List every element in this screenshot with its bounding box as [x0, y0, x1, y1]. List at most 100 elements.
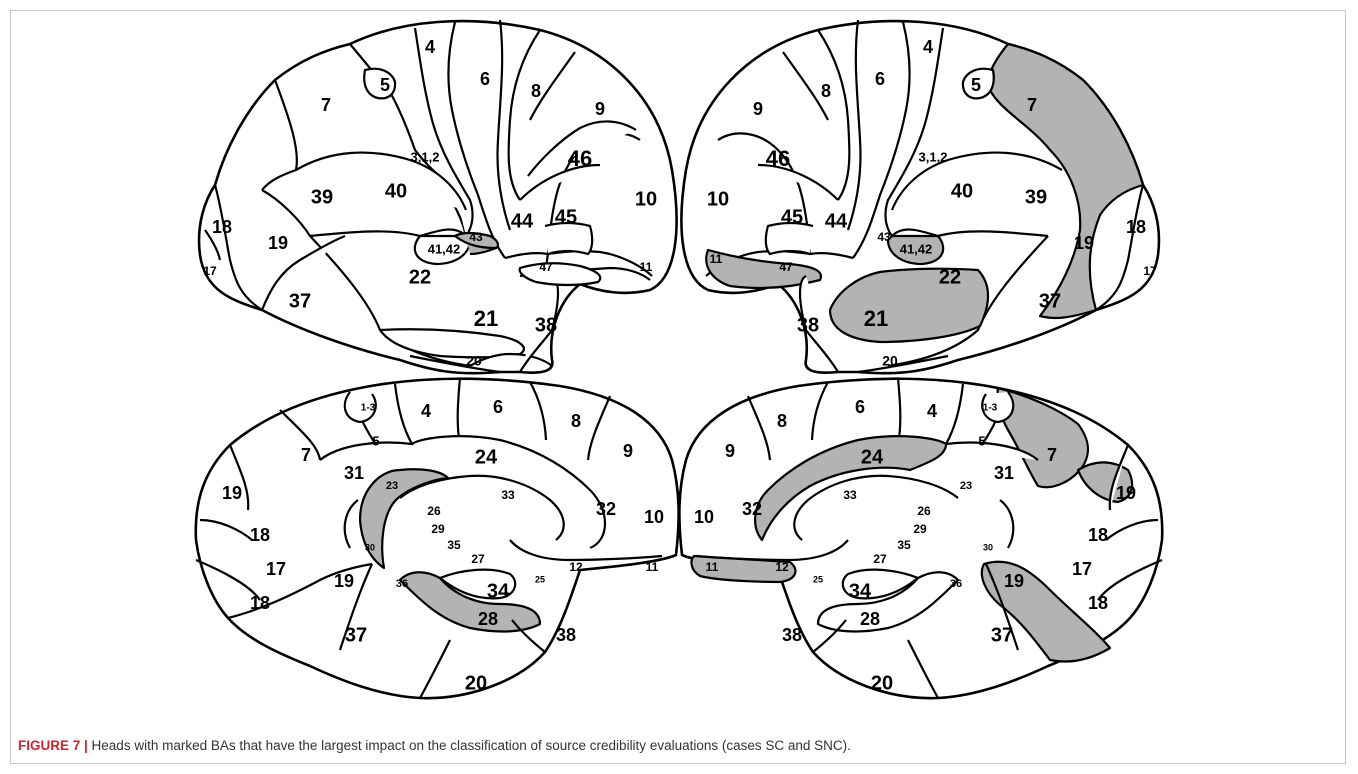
ba-22-label: 22 — [409, 266, 431, 288]
ba-20-label: 20 — [465, 672, 487, 694]
ba-8-label: 8 — [821, 81, 831, 101]
ba-28-label: 28 — [860, 609, 880, 629]
caption-separator: | — [80, 738, 91, 753]
ba-33-label: 33 — [843, 488, 857, 502]
ba-43-label: 43 — [469, 230, 483, 244]
ba-25-label: 25 — [813, 574, 823, 584]
figure-caption: FIGURE 7 | Heads with marked BAs that ha… — [18, 738, 1338, 753]
ba-6-label: 6 — [480, 69, 490, 89]
ba-30-label: 30 — [983, 542, 993, 552]
ba-4-label: 4 — [927, 401, 937, 421]
ba-44-label: 44 — [511, 210, 534, 232]
ba-37-label: 37 — [1039, 290, 1061, 312]
ba-31-label: 31 — [344, 463, 364, 483]
ba-6-label: 6 — [855, 397, 865, 417]
ba-6-label: 6 — [493, 397, 503, 417]
ba-5-label: 5 — [380, 75, 390, 95]
ba-5-label: 5 — [372, 433, 379, 448]
ba-11-label: 11 — [640, 260, 653, 274]
ba-38-label: 38 — [782, 625, 802, 645]
ba-7-label: 7 — [301, 445, 311, 465]
ba-19b-label: 19 — [1004, 571, 1024, 591]
ba-40-label: 40 — [951, 180, 973, 202]
ba-18-label: 18 — [1126, 217, 1146, 237]
ba-20-label: 20 — [871, 672, 893, 694]
ba-21-label: 21 — [474, 306, 498, 331]
ba-11-label: 11 — [710, 252, 723, 266]
caption-text: Heads with marked BAs that have the larg… — [92, 738, 851, 753]
ba-7-label: 7 — [1047, 445, 1057, 465]
ba-37-label: 37 — [345, 624, 367, 646]
ba-20-label: 20 — [466, 353, 482, 369]
ba-12-label: 12 — [569, 560, 583, 574]
ba-32-label: 32 — [596, 499, 616, 519]
ba-1-3-label: 1-3 — [983, 403, 998, 414]
ba-9-label: 9 — [623, 441, 633, 461]
ba-46-label: 46 — [766, 146, 790, 171]
ba-29-label: 29 — [431, 522, 445, 536]
ba-4-label: 4 — [923, 37, 933, 57]
lateral-right-hemisphere: 4 6 8 9 5 7 46 3,1,2 10 40 39 44 45 43 4… — [681, 20, 1159, 373]
ba-17-label: 17 — [1143, 264, 1157, 278]
ba-33-label: 33 — [501, 488, 515, 502]
ba-40-label: 40 — [385, 180, 407, 202]
ba-24-label: 24 — [475, 446, 498, 468]
ba-5-label: 5 — [978, 433, 985, 448]
ba-45-label: 45 — [555, 206, 577, 228]
ba-19b-label: 19 — [334, 571, 354, 591]
ba-26-label: 26 — [917, 504, 931, 518]
ba-7-label: 7 — [321, 95, 331, 115]
ba-17-label: 17 — [203, 264, 217, 278]
ba-8-label: 8 — [531, 81, 541, 101]
lateral-left-hemisphere: 4 6 8 9 5 7 46 3,1,2 10 40 39 44 45 43 4… — [199, 20, 677, 373]
ba-18-label: 18 — [212, 217, 232, 237]
ba-44-label: 44 — [825, 210, 848, 232]
ba-4-label: 4 — [421, 401, 431, 421]
ba-24-label: 24 — [861, 446, 884, 468]
ba-47-label: 47 — [539, 260, 553, 274]
ba-36-label: 36 — [950, 578, 962, 590]
ba-38-label: 38 — [556, 625, 576, 645]
ba-36-label: 36 — [396, 578, 408, 590]
ba-9-label: 9 — [595, 99, 605, 119]
ba-19-label: 19 — [222, 483, 242, 503]
ba-31-label: 31 — [994, 463, 1014, 483]
ba-20-label: 20 — [882, 353, 898, 369]
ba-23-label: 23 — [386, 480, 398, 492]
ba-4-label: 4 — [425, 37, 435, 57]
ba-11-label: 11 — [646, 560, 659, 574]
ba-6-label: 6 — [875, 69, 885, 89]
ba-27-label: 27 — [873, 552, 887, 566]
ba-25-label: 25 — [535, 574, 545, 584]
ba-1-3-label: 1-3 — [361, 403, 376, 414]
ba-19-label: 19 — [1116, 483, 1136, 503]
ba-22-label: 22 — [939, 266, 961, 288]
ba-41-42-label: 41,42 — [428, 241, 461, 256]
ba-11-label: 11 — [706, 560, 719, 574]
ba-3-1-2-label: 3,1,2 — [411, 149, 440, 164]
ba-10-label: 10 — [694, 507, 714, 527]
ba-18-label: 18 — [1088, 525, 1108, 545]
ba-12-label: 12 — [775, 560, 789, 574]
ba-37-label: 37 — [991, 624, 1013, 646]
ba-39-label: 39 — [1025, 186, 1047, 208]
ba-8-label: 8 — [777, 411, 787, 431]
ba-34-label: 34 — [487, 580, 510, 602]
ba-18b-label: 18 — [1088, 593, 1108, 613]
ba-35-label: 35 — [897, 538, 911, 552]
ba-41-42-label: 41,42 — [900, 241, 933, 256]
ba-35-label: 35 — [447, 538, 461, 552]
ba-47-label: 47 — [779, 260, 793, 274]
ba-5-label: 5 — [971, 75, 981, 95]
ba-9-label: 9 — [753, 99, 763, 119]
ba-37-label: 37 — [289, 290, 311, 312]
ba-29-label: 29 — [913, 522, 927, 536]
ba-17-label: 17 — [266, 559, 286, 579]
ba-10-label: 10 — [644, 507, 664, 527]
ba-9-label: 9 — [725, 441, 735, 461]
ba-18-label: 18 — [250, 525, 270, 545]
ba-18b-label: 18 — [250, 593, 270, 613]
figure-number: FIGURE 7 — [18, 738, 80, 753]
ba-28-label: 28 — [478, 609, 498, 629]
ba-27-label: 27 — [471, 552, 485, 566]
